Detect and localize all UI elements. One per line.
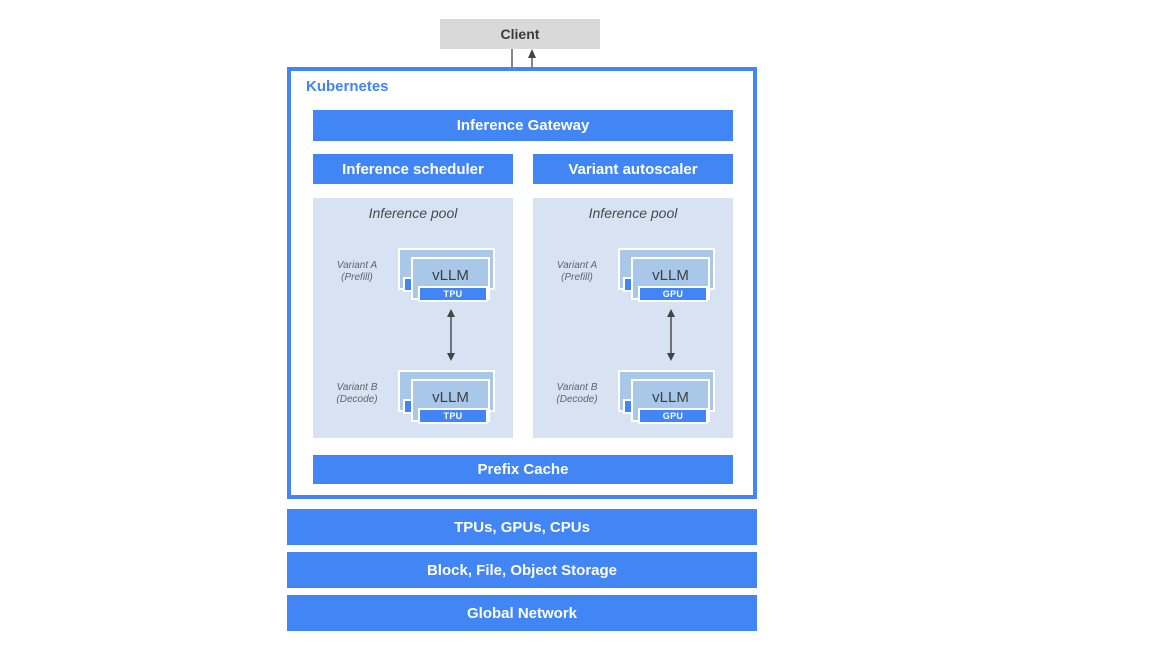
accelerator-chip-label: TPU <box>418 286 488 302</box>
infra-bar-network: Global Network <box>287 595 757 631</box>
variant-a-label: Variant A (Prefill) <box>535 260 619 284</box>
variant-role: (Prefill) <box>561 272 593 283</box>
inference-pool-right: Inference pool Variant A (Prefill) vLLM … <box>533 198 733 438</box>
vllm-stack-variant-b: vLLM TPU <box>398 370 510 427</box>
variant-name: Variant A <box>556 260 598 271</box>
variant-b-label: Variant B (Decode) <box>315 382 399 406</box>
client-box: Client <box>440 19 600 49</box>
variant-flow-arrow-icon <box>667 309 675 361</box>
variant-a-label: Variant A (Prefill) <box>315 260 399 284</box>
variant-role: (Prefill) <box>341 272 373 283</box>
variant-autoscaler-bar: Variant autoscaler <box>533 154 733 184</box>
variant-name: Variant B <box>556 382 598 393</box>
variant-name: Variant B <box>336 382 378 393</box>
vllm-stack-variant-a: vLLM GPU <box>618 248 730 305</box>
variant-flow-arrow-icon <box>447 309 455 361</box>
infra-bar-storage: Block, File, Object Storage <box>287 552 757 588</box>
vllm-stack-variant-b: vLLM GPU <box>618 370 730 427</box>
inference-pool-title: Inference pool <box>368 205 458 221</box>
infra-bar-compute: TPUs, GPUs, CPUs <box>287 509 757 545</box>
inference-pool-title: Inference pool <box>588 205 678 221</box>
accelerator-chip-label: GPU <box>638 286 708 302</box>
prefix-cache-bar: Prefix Cache <box>313 455 733 484</box>
variant-role: (Decode) <box>556 394 598 405</box>
accelerator-chip-label: TPU <box>418 408 488 424</box>
accelerator-chip-label: GPU <box>638 408 708 424</box>
kubernetes-label: Kubernetes <box>306 78 389 95</box>
inference-gateway-bar: Inference Gateway <box>313 110 733 141</box>
kubernetes-box: Kubernetes Inference Gateway Inference s… <box>287 67 757 499</box>
variant-b-label: Variant B (Decode) <box>535 382 619 406</box>
vllm-stack-variant-a: vLLM TPU <box>398 248 510 305</box>
inference-scheduler-bar: Inference scheduler <box>313 154 513 184</box>
variant-name: Variant A <box>336 260 378 271</box>
variant-role: (Decode) <box>336 394 378 405</box>
inference-pool-left: Inference pool Variant A (Prefill) vLLM … <box>313 198 513 438</box>
